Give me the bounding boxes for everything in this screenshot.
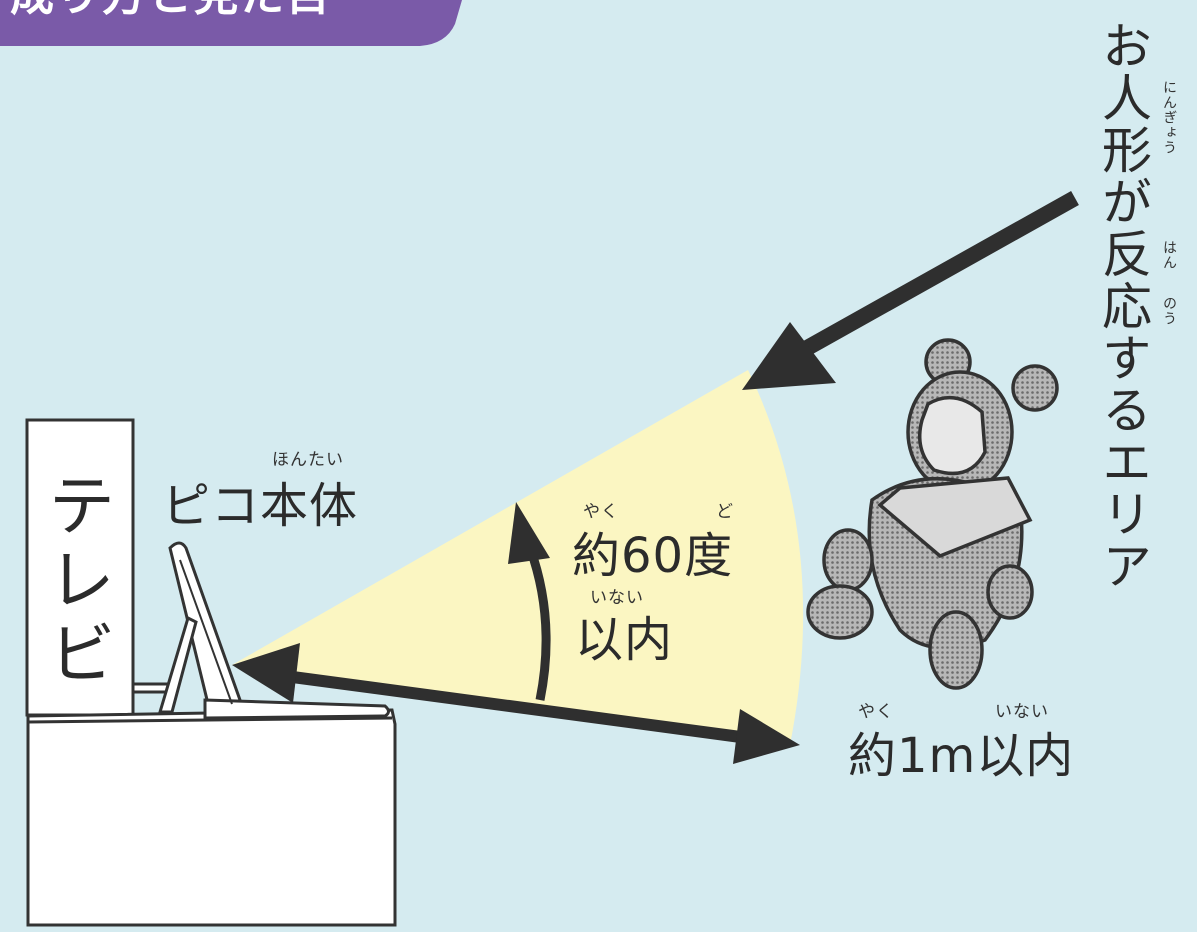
distance-ruby-yaku: やく	[858, 702, 894, 722]
response-area-label: お人形が反応するエリア	[1094, 20, 1152, 592]
header-tab-container: 成り方と見た目	[0, 0, 462, 46]
doll-icon	[806, 338, 1059, 690]
response-area-ruby-ningyou: にんぎょう	[1161, 80, 1177, 155]
tv-icon	[25, 418, 135, 717]
response-area-ruby-nou: のう	[1161, 296, 1177, 326]
angle-value-label: 約60度	[572, 528, 734, 584]
table-icon	[26, 708, 397, 927]
pico-ruby: ほんたい	[272, 450, 344, 470]
angle-ruby-do: ど	[716, 502, 734, 522]
distance-label: 約1m以内	[848, 728, 1075, 784]
tv-label: テレビ	[35, 470, 114, 692]
angle-limit-label: 以内	[575, 612, 674, 668]
angle-limit-ruby: いない	[590, 588, 644, 608]
distance-ruby-inai: いない	[995, 702, 1049, 722]
angle-arrow	[508, 502, 551, 701]
arrow-icon	[742, 191, 1079, 390]
header-tab-label: 成り方と見た目	[10, 0, 332, 18]
angle-ruby-yaku: やく	[583, 502, 619, 522]
pico-device-icon	[157, 541, 390, 720]
header-tab	[0, 0, 462, 46]
distance-arrow	[232, 643, 800, 764]
response-area-ruby-han: はん	[1161, 240, 1177, 270]
pico-label: ピコ本体	[162, 478, 359, 534]
